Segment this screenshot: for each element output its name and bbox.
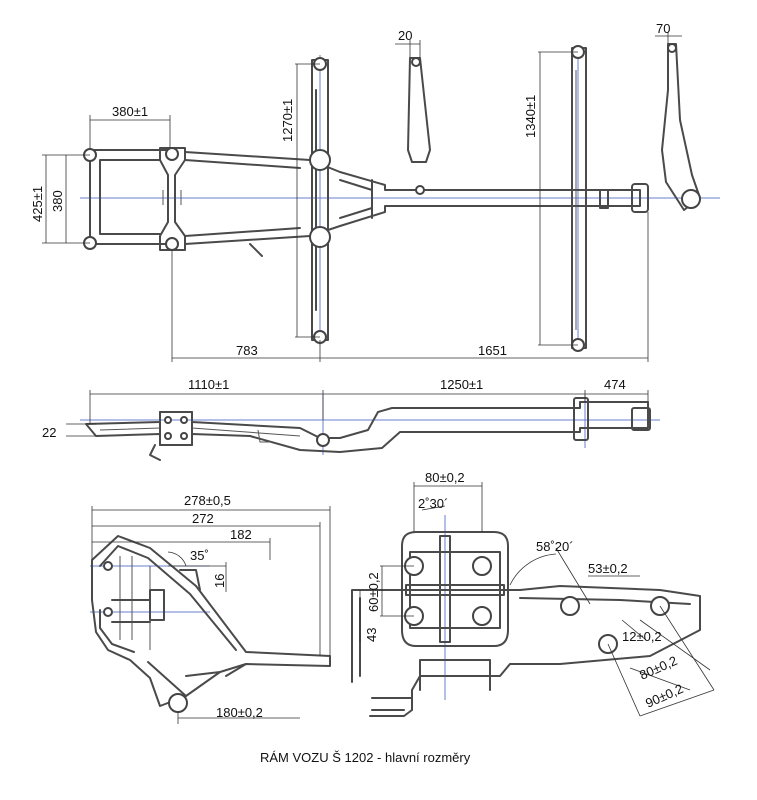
angle-58-20: 58˚20´ — [536, 539, 574, 554]
dim-1270: 1270±1 — [280, 99, 295, 142]
angle-35: 35˚ — [190, 548, 209, 563]
top-view-labels: 380±1 425±1 380 1270±1 20 1340±1 70 783 … — [30, 21, 670, 358]
dim-1110: 1110±1 — [188, 377, 229, 392]
dim-425: 425±1 — [30, 186, 45, 222]
angle-2-30: 2˚30´ — [418, 496, 448, 511]
side-view — [66, 390, 660, 461]
dim-380-tolerance: 380±1 — [112, 104, 148, 119]
dim-380: 380 — [50, 190, 65, 212]
top-view — [42, 32, 720, 362]
dim-1651: 1651 — [478, 343, 507, 358]
drawing-caption: RÁM VOZU Š 1202 - hlavní rozměry — [260, 750, 471, 765]
dim-22: 22 — [42, 425, 56, 440]
dim-278: 278±0,5 — [184, 493, 231, 508]
dim-53: 53±0,2 — [588, 561, 628, 576]
side-view-labels: 1110±1 1250±1 474 22 — [42, 377, 626, 440]
dim-1250: 1250±1 — [440, 377, 483, 392]
detail-left-labels: 278±0,5 272 182 35˚ 16 180±0,2 — [184, 493, 263, 720]
dim-474: 474 — [604, 377, 626, 392]
dim-1340: 1340±1 — [523, 95, 538, 138]
dim-60: 60±0,2 — [366, 572, 381, 612]
dim-272: 272 — [192, 511, 214, 526]
dim-16: 16 — [212, 574, 227, 588]
dim-783: 783 — [236, 343, 258, 358]
dim-182: 182 — [230, 527, 252, 542]
dim-20: 20 — [398, 28, 412, 43]
detail-right — [351, 482, 715, 717]
dim-12: 12±0,2 — [622, 629, 662, 644]
dim-43: 43 — [364, 628, 379, 642]
dim-90: 90±0,2 — [643, 681, 685, 711]
detail-left — [90, 506, 331, 724]
dim-180: 180±0,2 — [216, 705, 263, 720]
dim-80: 80±0,2 — [425, 470, 465, 485]
dim-70: 70 — [656, 21, 670, 36]
